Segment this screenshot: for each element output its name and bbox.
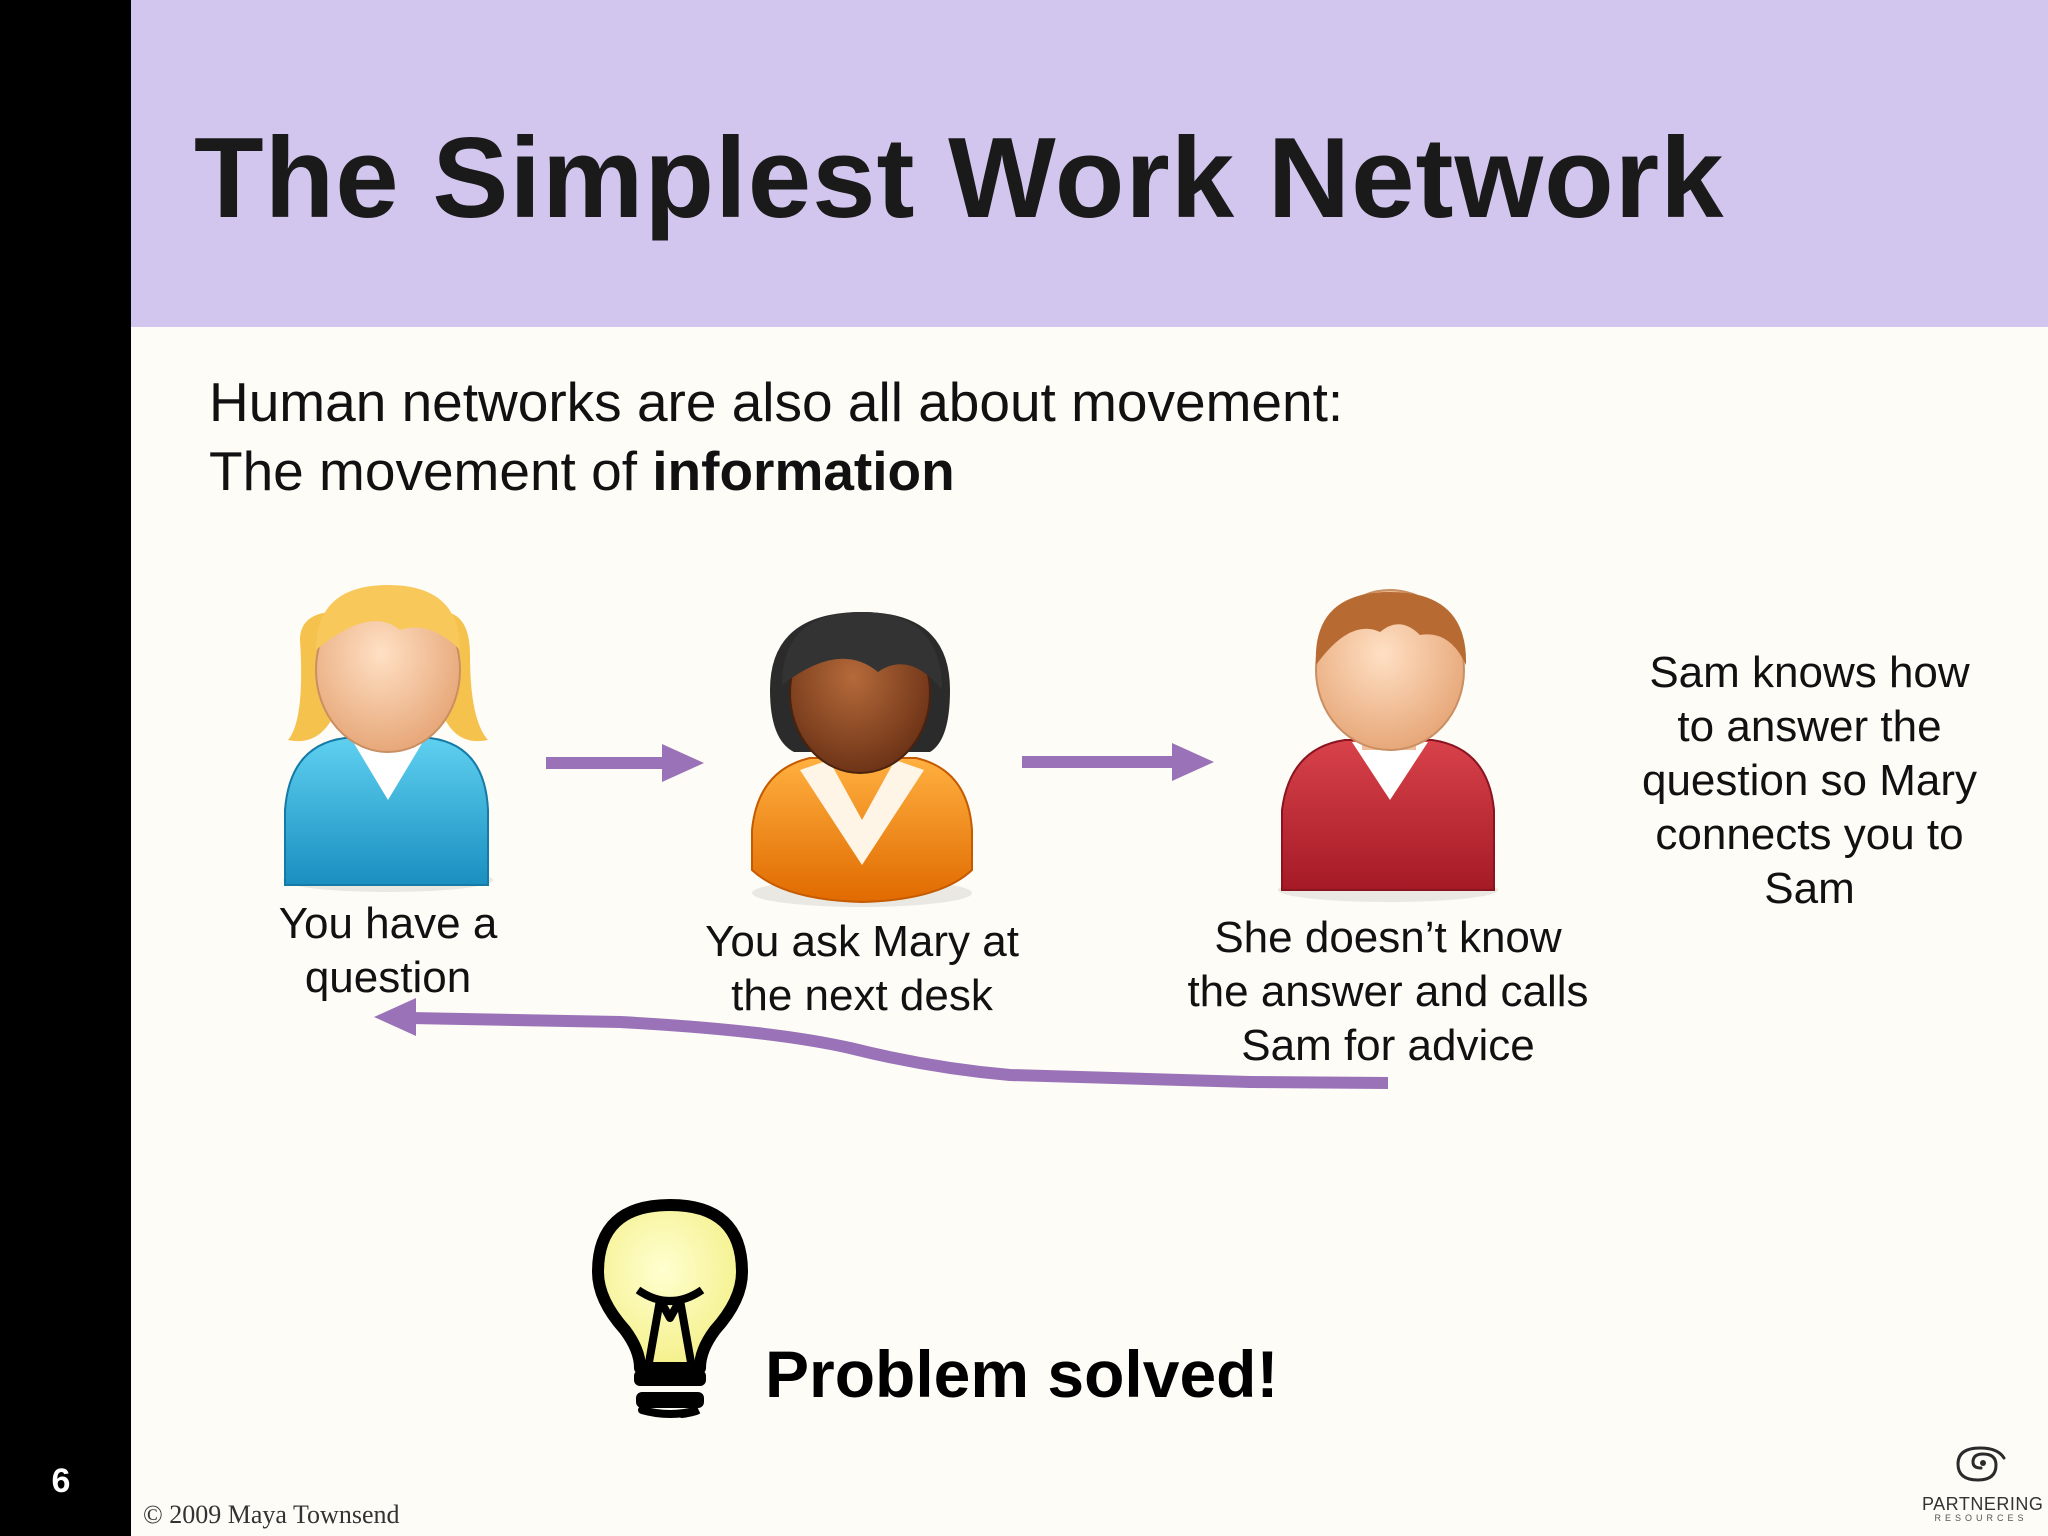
label-sam-call-line-1: She doesn’t know <box>1214 913 1562 962</box>
title-band: The Simplest Work Network <box>131 0 2048 327</box>
label-you: You have a question <box>218 897 558 1005</box>
intro-line-1: Human networks are also all about moveme… <box>209 371 1344 433</box>
sam-note-line-1: Sam knows how <box>1649 648 1970 697</box>
slide-number: 6 <box>51 1462 71 1500</box>
intro-line-2-prefix: The movement of <box>209 440 653 502</box>
person-sam-icon <box>1278 589 1498 902</box>
label-sam-call-line-3: Sam for advice <box>1241 1021 1535 1070</box>
logo-text: PARTNERING <box>1922 1494 2044 1514</box>
label-mary-line-2: the next desk <box>731 971 993 1020</box>
label-mary: You ask Mary at the next desk <box>667 915 1057 1023</box>
problem-solved-text: Problem solved! <box>765 1337 1279 1411</box>
person-you-icon <box>283 585 493 892</box>
sidebar: 6 <box>0 0 131 1536</box>
label-you-line-1: You have a <box>278 899 498 948</box>
label-you-line-2: question <box>304 953 472 1002</box>
content-area <box>131 327 2048 1536</box>
slide-title: The Simplest Work Network <box>194 115 1725 242</box>
partnering-resources-logo: PARTNERING RESOURCES <box>1922 1440 2044 1530</box>
swirl-logo-icon <box>1956 1446 2006 1482</box>
intro-text: Human networks are also all about moveme… <box>209 368 1343 506</box>
arrow-mary-to-sam <box>1022 743 1214 781</box>
sam-note: Sam knows how to answer the question so … <box>1612 646 2007 916</box>
sam-note-line-4: connects you to <box>1655 810 1964 859</box>
arrow-you-to-mary <box>546 744 704 782</box>
label-sam-call-line-2: the answer and calls <box>1187 967 1589 1016</box>
label-sam-call: She doesn’t know the answer and calls Sa… <box>1153 911 1623 1073</box>
intro-emphasis: information <box>652 440 955 502</box>
person-mary-icon <box>751 612 973 907</box>
intro-line-2: The movement of information <box>209 437 1343 506</box>
copyright: © 2009 Maya Townsend <box>143 1500 400 1529</box>
sam-note-line-3: question so Mary <box>1641 756 1978 805</box>
sam-note-line-2: to answer the <box>1677 702 1942 751</box>
lightbulb-icon <box>592 1199 748 1418</box>
arrow-return-to-you <box>374 998 1389 1089</box>
logo-subtext: RESOURCES <box>1934 1513 2028 1523</box>
sam-note-line-5: Sam <box>1764 864 1855 913</box>
label-mary-line-1: You ask Mary at <box>705 917 1019 966</box>
